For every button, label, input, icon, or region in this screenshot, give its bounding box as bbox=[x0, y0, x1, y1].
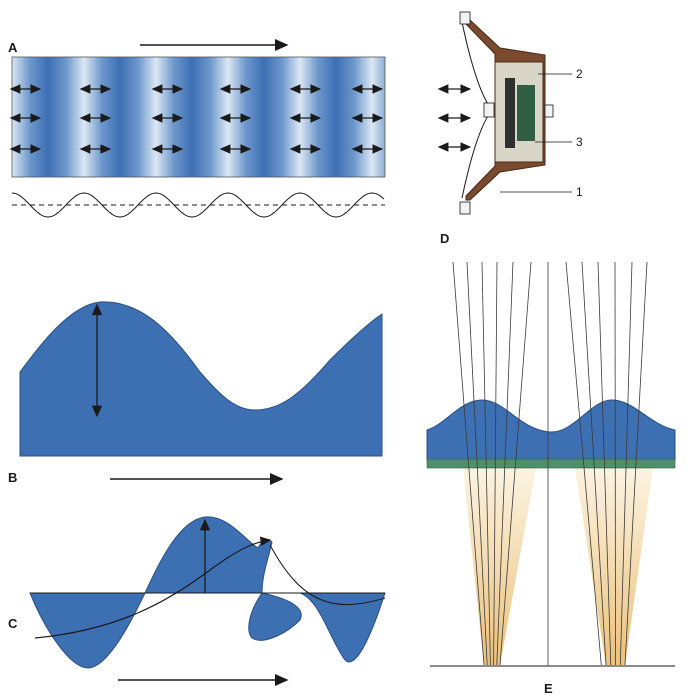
light-ray-4 bbox=[496, 261, 514, 666]
mount-center bbox=[483, 102, 495, 118]
wave-profile-line bbox=[269, 544, 386, 606]
light-ray-0 bbox=[452, 261, 485, 666]
glass-plate bbox=[426, 458, 676, 469]
mount-bottom bbox=[459, 201, 471, 215]
light-ray-8 bbox=[581, 261, 607, 666]
light-ray-10 bbox=[614, 261, 616, 666]
light-ray-11 bbox=[619, 261, 633, 666]
wave-crest-breaking bbox=[144, 516, 273, 594]
standing-wave-bands bbox=[11, 56, 386, 178]
surface-wave-lens bbox=[426, 399, 676, 461]
mount-right bbox=[544, 104, 554, 118]
callout-1: 1 bbox=[576, 185, 583, 199]
light-rays bbox=[452, 261, 648, 666]
panel-d: 2 3 1 D bbox=[437, 11, 583, 246]
mount-top bbox=[459, 11, 471, 25]
panel-e-label: E bbox=[544, 681, 553, 696]
panel-d-label: D bbox=[440, 231, 449, 246]
magnet-core bbox=[505, 78, 515, 148]
panel-b-label: B bbox=[8, 470, 17, 485]
light-ray-12 bbox=[624, 261, 648, 666]
light-ray-9 bbox=[597, 261, 612, 666]
focused-beam-left bbox=[463, 468, 536, 665]
wave-trough-right bbox=[299, 592, 386, 663]
callout-2: 2 bbox=[576, 67, 583, 81]
particle-motion-arrows bbox=[9, 84, 384, 154]
panel-a: A bbox=[8, 39, 386, 218]
voice-coil bbox=[517, 85, 535, 141]
callout-3: 3 bbox=[576, 135, 583, 149]
wave-overhang bbox=[248, 592, 302, 641]
light-ray-3 bbox=[493, 261, 498, 666]
panel-c-label: C bbox=[8, 616, 18, 631]
panel-b: B bbox=[8, 301, 383, 485]
light-ray-2 bbox=[481, 261, 491, 666]
light-ray-7 bbox=[565, 261, 602, 666]
pressure-wave-curve bbox=[11, 192, 385, 218]
focused-beam-right bbox=[575, 468, 653, 665]
wave-trough-left bbox=[29, 592, 146, 669]
light-ray-5 bbox=[499, 261, 532, 666]
light-ray-1 bbox=[466, 261, 488, 666]
oblique-arrow bbox=[34, 536, 272, 639]
surface-wave-shape bbox=[19, 301, 383, 457]
panel-c: C bbox=[8, 516, 386, 686]
panel-a-label: A bbox=[8, 40, 18, 55]
panel-e: E bbox=[426, 261, 676, 696]
